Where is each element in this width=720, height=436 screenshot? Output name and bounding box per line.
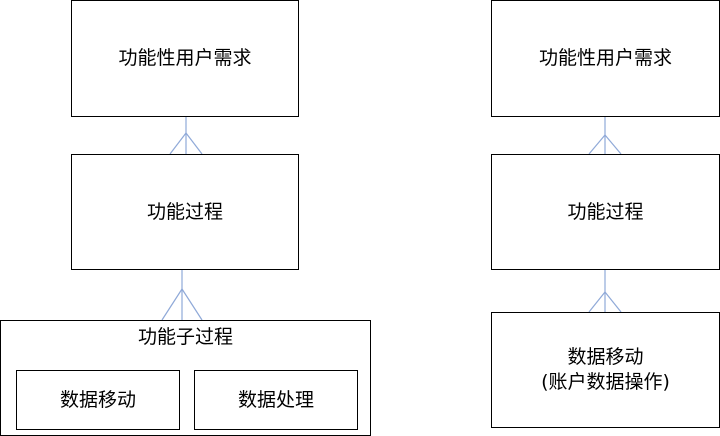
left-connector-bottom	[161, 270, 203, 321]
data-processing-box: 数据处理	[194, 370, 358, 430]
right-functional-user-requirements-label: 功能性用户需求	[538, 47, 672, 70]
account-data-movement-line2: (账户数据操作)	[541, 371, 670, 393]
right-functional-user-requirements-box: 功能性用户需求	[491, 0, 720, 117]
account-data-movement-box: 数据移动 (账户数据操作)	[491, 312, 720, 428]
right-functional-process-label: 功能过程	[567, 200, 644, 223]
right-connector-top	[588, 117, 622, 155]
functional-subprocess-title: 功能子过程	[137, 326, 233, 348]
data-processing-label: 数据处理	[237, 388, 314, 411]
left-functional-process-box: 功能过程	[71, 154, 299, 270]
data-movement-label: 数据移动	[59, 388, 136, 411]
left-functional-process-label: 功能过程	[146, 200, 223, 223]
left-connector-top	[169, 117, 203, 155]
account-data-movement-text: 数据移动 (账户数据操作)	[541, 345, 670, 394]
account-data-movement-line1: 数据移动	[567, 346, 644, 369]
right-connector-bottom	[588, 270, 622, 313]
data-movement-box: 数据移动	[16, 370, 180, 430]
left-functional-user-requirements-box: 功能性用户需求	[71, 0, 299, 117]
left-functional-user-requirements-label: 功能性用户需求	[118, 47, 252, 70]
right-functional-process-box: 功能过程	[491, 154, 720, 270]
